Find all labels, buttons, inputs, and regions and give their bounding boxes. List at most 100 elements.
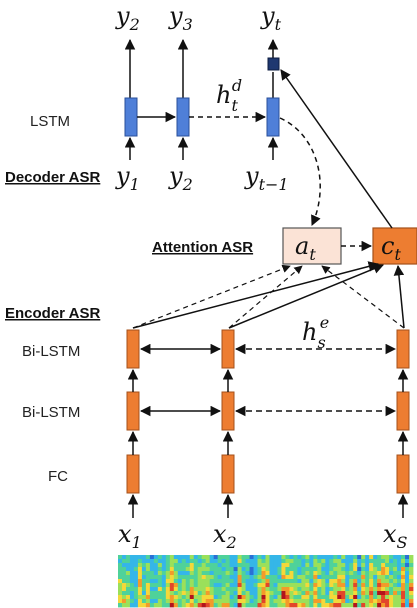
spectrogram-pixel bbox=[149, 579, 155, 584]
spectrogram-pixel bbox=[313, 583, 318, 588]
spectrogram-pixel bbox=[405, 555, 410, 560]
spectrogram-pixel bbox=[133, 571, 139, 576]
spectrogram-pixel bbox=[289, 559, 294, 564]
spectrogram-pixel bbox=[293, 559, 298, 564]
spectrogram-pixel bbox=[377, 563, 382, 568]
spectrogram-pixel bbox=[373, 555, 378, 560]
spectrogram-pixel bbox=[393, 603, 398, 608]
decoder-input-y2: y2 bbox=[168, 162, 193, 194]
spectrogram-pixel bbox=[193, 603, 199, 608]
spectrogram-pixel bbox=[157, 563, 163, 568]
spectrogram-pixel bbox=[405, 587, 410, 592]
spectrogram-pixel bbox=[249, 599, 254, 604]
spectrogram-pixel bbox=[205, 571, 211, 576]
spectrogram-pixel bbox=[161, 563, 167, 568]
spectrogram-pixel bbox=[261, 559, 266, 564]
spectrogram-pixel bbox=[161, 591, 167, 596]
spectrogram-pixel bbox=[337, 571, 342, 576]
spectrogram-pixel bbox=[349, 579, 354, 584]
spectrogram-pixel bbox=[125, 579, 131, 584]
spectrogram-pixel bbox=[185, 563, 191, 568]
spectrogram-pixel bbox=[157, 571, 163, 576]
spectrogram-pixel bbox=[345, 595, 350, 600]
spectrogram-pixel bbox=[277, 595, 282, 600]
spectrogram-pixel bbox=[325, 599, 330, 604]
spectrogram-pixel bbox=[233, 571, 238, 576]
spectrogram-pixel bbox=[385, 587, 390, 592]
spectrogram-pixel bbox=[217, 575, 223, 580]
encoder-bilstm2-cell-S bbox=[396, 391, 410, 431]
spectrogram-pixel bbox=[289, 567, 294, 572]
spectrogram-pixel bbox=[245, 559, 250, 564]
spectrogram-pixel bbox=[289, 591, 294, 596]
spectrogram-pixel bbox=[265, 559, 270, 564]
spectrogram-pixel bbox=[209, 563, 215, 568]
spectrogram-pixel bbox=[393, 595, 398, 600]
spectrogram-pixel bbox=[261, 595, 266, 600]
spectrogram-pixel bbox=[125, 563, 131, 568]
spectrogram-pixel bbox=[373, 575, 378, 580]
spectrogram-pixel bbox=[385, 559, 390, 564]
spectrogram-pixel bbox=[369, 563, 374, 568]
spectrogram-pixel bbox=[353, 555, 358, 560]
spectrogram-pixel bbox=[165, 559, 171, 564]
spectrogram-pixel bbox=[121, 583, 127, 588]
spectrogram-pixel bbox=[313, 567, 318, 572]
spectrogram-pixel bbox=[229, 575, 235, 580]
spectrogram-pixel bbox=[217, 583, 223, 588]
spectrogram-pixel bbox=[221, 571, 227, 576]
spectrogram-pixel bbox=[209, 595, 215, 600]
spectrogram-pixel bbox=[261, 583, 266, 588]
spectrogram-pixel bbox=[133, 555, 139, 560]
spectrogram-pixel bbox=[133, 563, 139, 568]
spectrogram-pixel bbox=[349, 603, 354, 608]
spectrogram-pixel bbox=[305, 571, 310, 576]
spectrogram-pixel bbox=[393, 563, 398, 568]
spectrogram-pixel bbox=[297, 579, 302, 584]
spectrogram-pixel bbox=[269, 563, 274, 568]
spectrogram-pixel bbox=[293, 587, 298, 592]
spectrogram-pixel bbox=[353, 567, 358, 572]
decoder-state-to-attention-arrow bbox=[279, 117, 321, 226]
spectrogram-pixel bbox=[345, 555, 350, 560]
spectrogram-pixel bbox=[165, 583, 171, 588]
spectrogram-pixel bbox=[118, 559, 123, 564]
spectrogram-pixel bbox=[225, 595, 231, 600]
context-to-output-arrow bbox=[280, 69, 393, 229]
spectrogram-pixel bbox=[409, 555, 414, 560]
spectrogram-pixel bbox=[317, 591, 322, 596]
spectrogram-pixel bbox=[129, 571, 135, 576]
spectrogram-pixel bbox=[357, 559, 362, 564]
spectrogram-pixel bbox=[325, 571, 330, 576]
spectrogram-pixel bbox=[237, 587, 242, 592]
spectrogram-pixel bbox=[141, 575, 147, 580]
spectrogram-pixel bbox=[161, 559, 167, 564]
spectrogram-pixel bbox=[149, 595, 155, 600]
spectrogram-pixel bbox=[185, 571, 191, 576]
spectrogram-pixel bbox=[393, 591, 398, 596]
spectrogram-pixel bbox=[181, 599, 187, 604]
decoder-hidden-label: htd bbox=[216, 76, 242, 115]
spectrogram-pixel bbox=[329, 591, 334, 596]
spectrogram-pixel bbox=[329, 587, 334, 592]
spectrogram-pixel bbox=[301, 603, 306, 608]
spectrogram-pixel bbox=[121, 575, 127, 580]
spectrogram-pixel bbox=[153, 587, 159, 592]
spectrogram-pixel bbox=[313, 595, 318, 600]
spectrogram-pixel bbox=[337, 595, 342, 600]
spectrogram-pixel bbox=[257, 571, 262, 576]
spectrogram-pixel bbox=[273, 583, 278, 588]
spectrogram-pixel bbox=[397, 595, 402, 600]
spectrogram-pixel bbox=[261, 567, 266, 572]
encoder-input-x2: x2 bbox=[213, 520, 237, 552]
spectrogram-pixel bbox=[193, 579, 199, 584]
spectrogram-pixel bbox=[349, 567, 354, 572]
spectrogram-pixel bbox=[213, 587, 219, 592]
spectrogram-pixel bbox=[137, 571, 143, 576]
spectrogram-pixel bbox=[333, 587, 338, 592]
spectrogram-pixel bbox=[277, 587, 282, 592]
spectrogram-pixel bbox=[237, 575, 242, 580]
spectrogram-pixel bbox=[269, 591, 274, 596]
spectrogram-pixel bbox=[321, 603, 326, 608]
spectrogram-pixel bbox=[201, 567, 207, 572]
